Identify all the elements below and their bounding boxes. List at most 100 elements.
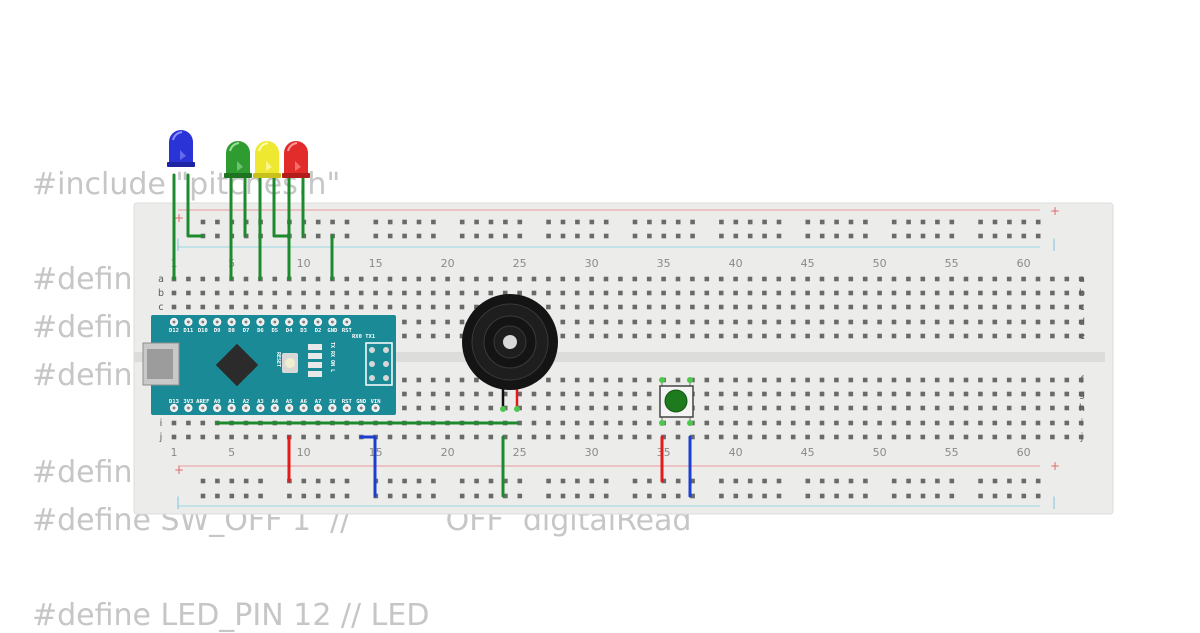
breadboard-hole[interactable] xyxy=(229,290,234,296)
breadboard-hole[interactable] xyxy=(445,319,450,325)
breadboard-hole[interactable] xyxy=(445,276,450,282)
breadboard-hole[interactable] xyxy=(186,276,191,282)
breadboard-hole[interactable] xyxy=(834,276,839,282)
breadboard-hole[interactable] xyxy=(459,276,465,282)
breadboard-hole[interactable] xyxy=(848,319,854,325)
breadboard-hole[interactable] xyxy=(906,276,911,282)
breadboard-hole[interactable] xyxy=(373,276,378,282)
breadboard-hole[interactable] xyxy=(646,276,652,282)
breadboard-hole[interactable] xyxy=(200,478,206,484)
breadboard-hole[interactable] xyxy=(416,333,422,339)
breadboard-hole[interactable] xyxy=(819,391,825,397)
breadboard-hole[interactable] xyxy=(934,377,940,383)
breadboard-hole[interactable] xyxy=(171,290,177,296)
breadboard-hole[interactable] xyxy=(949,219,955,225)
breadboard-hole[interactable] xyxy=(402,333,407,339)
breadboard-hole[interactable] xyxy=(675,319,681,325)
breadboard-hole[interactable] xyxy=(935,233,940,239)
breadboard-hole[interactable] xyxy=(243,434,249,440)
breadboard-hole[interactable] xyxy=(358,304,364,310)
breadboard-hole[interactable] xyxy=(344,493,350,499)
breadboard-hole[interactable] xyxy=(920,276,926,282)
breadboard-hole[interactable] xyxy=(647,478,652,484)
breadboard-hole[interactable] xyxy=(992,493,998,499)
breadboard-hole[interactable] xyxy=(978,319,983,325)
breadboard-hole[interactable] xyxy=(747,377,753,383)
breadboard-hole[interactable] xyxy=(1021,276,1026,282)
breadboard-hole[interactable] xyxy=(632,319,638,325)
breadboard-hole[interactable] xyxy=(891,478,897,484)
breadboard-hole[interactable] xyxy=(373,304,378,310)
breadboard-hole[interactable] xyxy=(517,434,522,440)
breadboard-hole[interactable] xyxy=(474,405,479,411)
breadboard-hole[interactable] xyxy=(1007,233,1012,239)
breadboard-hole[interactable] xyxy=(819,405,825,411)
breadboard-hole[interactable] xyxy=(574,405,580,411)
breadboard-hole[interactable] xyxy=(776,233,782,239)
breadboard-hole[interactable] xyxy=(675,493,681,499)
breadboard-hole[interactable] xyxy=(330,434,335,440)
breadboard-hole[interactable] xyxy=(718,377,724,383)
breadboard-hole[interactable] xyxy=(805,233,811,239)
breadboard-hole[interactable] xyxy=(906,434,911,440)
breadboard-hole[interactable] xyxy=(416,233,422,239)
breadboard-hole[interactable] xyxy=(834,304,839,310)
breadboard-hole[interactable] xyxy=(243,478,249,484)
breadboard-hole[interactable] xyxy=(776,391,782,397)
breadboard-hole[interactable] xyxy=(877,290,882,296)
breadboard-hole[interactable] xyxy=(920,233,926,239)
breadboard-hole[interactable] xyxy=(661,304,666,310)
breadboard-hole[interactable] xyxy=(805,391,810,397)
breadboard-hole[interactable] xyxy=(459,391,465,397)
breadboard-hole[interactable] xyxy=(560,319,566,325)
breadboard-hole[interactable] xyxy=(474,391,479,397)
breadboard-hole[interactable] xyxy=(1078,434,1084,440)
breadboard-hole[interactable] xyxy=(632,377,638,383)
breadboard-hole[interactable] xyxy=(1035,420,1041,426)
breadboard-hole[interactable] xyxy=(589,405,594,411)
breadboard-hole[interactable] xyxy=(1021,420,1026,426)
breadboard-hole[interactable] xyxy=(243,304,249,310)
breadboard-hole[interactable] xyxy=(589,420,594,426)
breadboard-hole[interactable] xyxy=(258,434,263,440)
breadboard-hole[interactable] xyxy=(891,377,897,383)
breadboard-hole[interactable] xyxy=(863,219,868,225)
breadboard-hole[interactable] xyxy=(1035,290,1041,296)
breadboard-hole[interactable] xyxy=(1050,377,1055,383)
breadboard-hole[interactable] xyxy=(978,333,983,339)
breadboard-hole[interactable] xyxy=(416,377,422,383)
breadboard-hole[interactable] xyxy=(618,377,623,383)
breadboard-hole[interactable] xyxy=(618,434,623,440)
breadboard-hole[interactable] xyxy=(258,478,263,484)
breadboard-hole[interactable] xyxy=(186,290,191,296)
breadboard-hole[interactable] xyxy=(603,478,609,484)
breadboard-hole[interactable] xyxy=(603,219,609,225)
breadboard-hole[interactable] xyxy=(330,304,335,310)
breadboard-hole[interactable] xyxy=(387,290,393,296)
breadboard-hole[interactable] xyxy=(1021,377,1026,383)
breadboard-hole[interactable] xyxy=(574,276,580,282)
breadboard-hole[interactable] xyxy=(1064,290,1070,296)
breadboard-hole[interactable] xyxy=(560,420,566,426)
breadboard-hole[interactable] xyxy=(891,290,897,296)
breadboard-hole[interactable] xyxy=(431,233,436,239)
breadboard-hole[interactable] xyxy=(920,434,926,440)
breadboard-hole[interactable] xyxy=(863,493,868,499)
breadboard-hole[interactable] xyxy=(531,391,537,397)
breadboard-hole[interactable] xyxy=(805,420,810,426)
breadboard-hole[interactable] xyxy=(646,391,652,397)
breadboard-hole[interactable] xyxy=(589,333,594,339)
wires[interactable] xyxy=(172,173,692,498)
breadboard-hole[interactable] xyxy=(200,219,206,225)
breadboard-hole[interactable] xyxy=(488,405,494,411)
breadboard-hole[interactable] xyxy=(834,478,839,484)
led-yellow[interactable] xyxy=(253,141,281,178)
breadboard-hole[interactable] xyxy=(949,319,954,325)
breadboard-hole[interactable] xyxy=(1035,333,1041,339)
breadboard-hole[interactable] xyxy=(1035,319,1041,325)
breadboard-hole[interactable] xyxy=(834,319,839,325)
breadboard-hole[interactable] xyxy=(1050,420,1055,426)
breadboard-hole[interactable] xyxy=(589,276,594,282)
breadboard-hole[interactable] xyxy=(733,233,739,239)
breadboard-hole[interactable] xyxy=(575,478,580,484)
